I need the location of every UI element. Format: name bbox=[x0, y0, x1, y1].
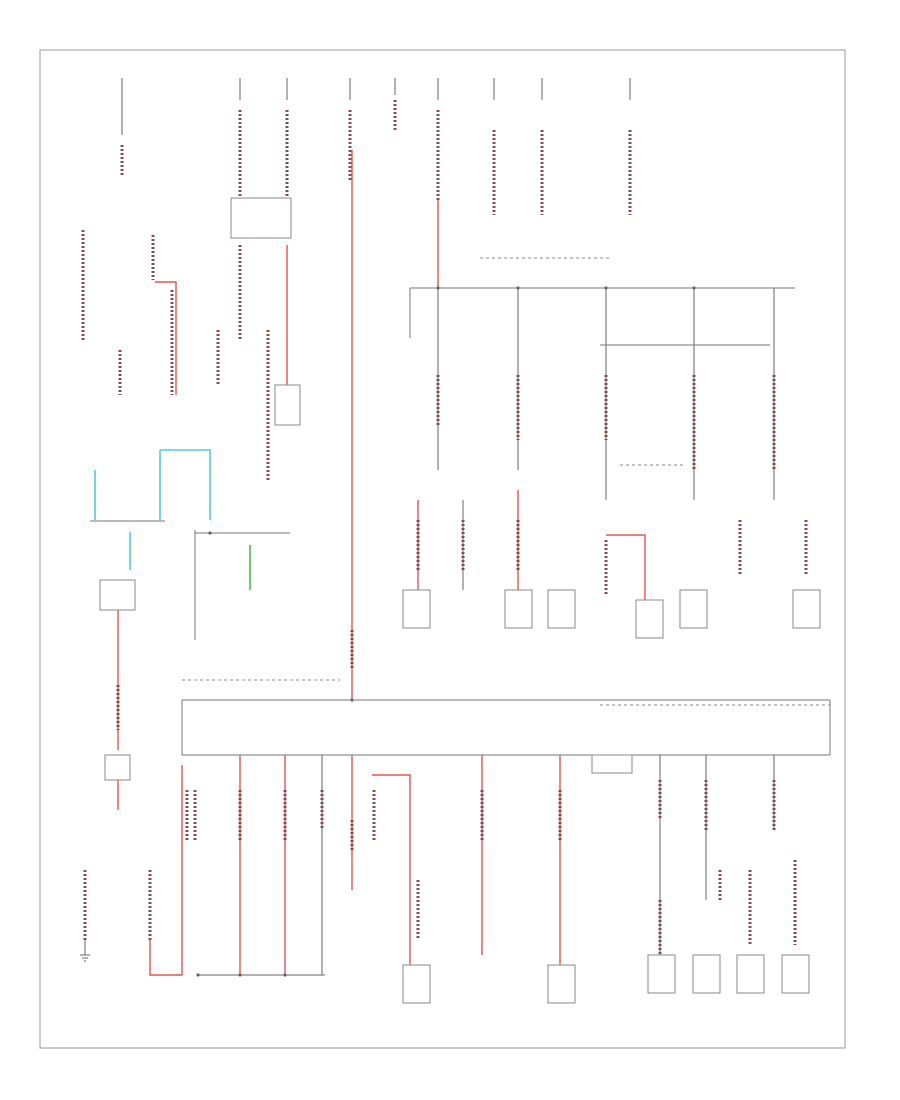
diagram-frame bbox=[39, 49, 846, 1049]
splice-dots bbox=[196, 286, 696, 977]
switch-box bbox=[99, 579, 136, 611]
lower-branches bbox=[198, 754, 797, 976]
lower-modules bbox=[402, 954, 810, 1004]
lower-module-6 bbox=[781, 954, 810, 994]
lower-left-group bbox=[83, 579, 197, 976]
lower-module-2 bbox=[547, 964, 576, 1004]
ground-symbol bbox=[80, 940, 90, 962]
module-box-1 bbox=[402, 589, 431, 629]
lower-module-3 bbox=[647, 954, 676, 994]
left-column-wires bbox=[81, 197, 301, 480]
right-upper-modules bbox=[402, 589, 821, 639]
module-box-5 bbox=[679, 589, 708, 629]
module-box-4 bbox=[635, 599, 664, 639]
module-box-3 bbox=[547, 589, 576, 629]
lower-indicator-box bbox=[591, 754, 633, 774]
right-upper-group bbox=[409, 200, 808, 600]
relay-box bbox=[104, 754, 131, 781]
module-box-2 bbox=[504, 589, 533, 629]
lower-module-1 bbox=[402, 964, 431, 1004]
module-box-left bbox=[274, 384, 301, 426]
connector-box-upper bbox=[230, 197, 292, 239]
lower-fuse-block bbox=[181, 679, 831, 756]
module-box-6 bbox=[792, 589, 821, 629]
lower-module-5 bbox=[736, 954, 765, 994]
signal-wires bbox=[90, 449, 290, 640]
top-fuse-column-group bbox=[120, 78, 632, 215]
lower-module-4 bbox=[692, 954, 721, 994]
